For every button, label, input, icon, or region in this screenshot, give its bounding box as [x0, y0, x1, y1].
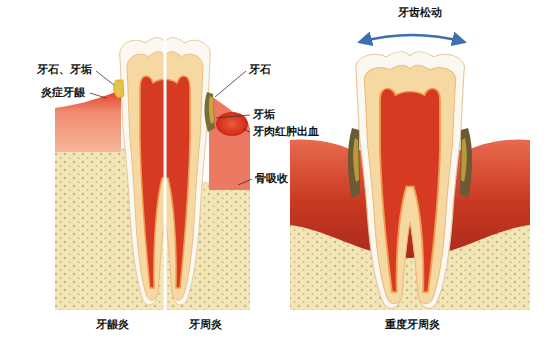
part-label: 牙石、牙垢 — [36, 63, 93, 76]
part-label: 炎症牙龈 — [40, 86, 86, 99]
part-label: 重度牙周炎 — [384, 318, 441, 331]
part-label: 牙齿松动 — [397, 6, 443, 19]
part-label: 牙石 — [248, 63, 272, 76]
part-label: 骨吸收 — [254, 172, 289, 185]
part-label: 牙龈炎 — [95, 318, 130, 331]
part-label: 牙肉红肿出血 — [252, 125, 320, 138]
part-label: 牙周炎 — [188, 318, 223, 331]
part-label: 牙垢 — [252, 108, 276, 121]
